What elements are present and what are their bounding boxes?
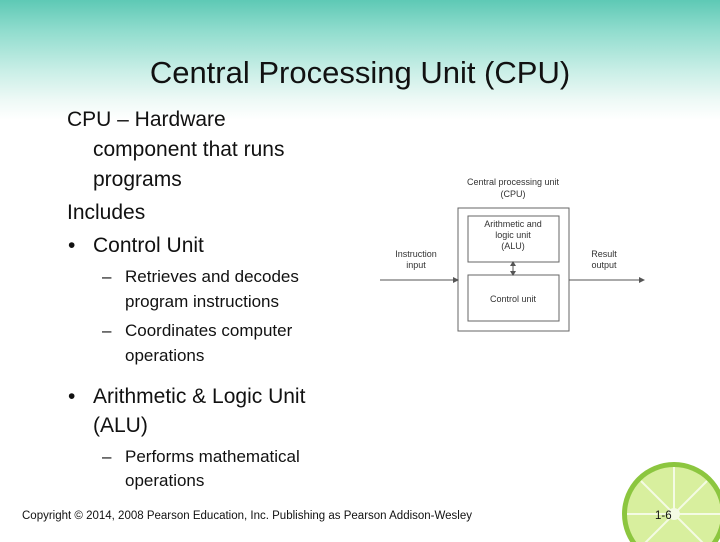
sub-item-coordinates-line-2: operations <box>125 346 205 365</box>
cpu-label-line-2: (CPU) <box>501 189 526 199</box>
alu-label-line-1: Arithmetic and <box>484 219 542 229</box>
cpu-label-line-1: Central processing unit <box>467 177 560 187</box>
sub-item-performs-line-1: Performs mathematical <box>125 447 300 466</box>
sub-item-retrieves-line-1: Retrieves and decodes <box>125 267 299 286</box>
bullet-alu-line-2: (ALU) <box>93 414 148 437</box>
sub-item-coordinates-line-1: Coordinates computer <box>125 321 293 340</box>
cpu-diagram: Central processing unit (CPU) Arithmetic… <box>380 177 645 332</box>
definition-line-2: component that runs <box>93 138 285 161</box>
copyright-text: Copyright © 2014, 2008 Pearson Education… <box>22 510 473 522</box>
sub-dash-2: – <box>102 321 112 340</box>
includes-label: Includes <box>67 201 146 224</box>
sub-item-retrieves-line-2: program instructions <box>125 292 280 311</box>
result-output-line-1: Result <box>591 249 617 259</box>
definition-line-3: programs <box>93 168 182 191</box>
sub-dash-3: – <box>102 447 112 466</box>
control-unit-label: Control unit <box>490 294 537 304</box>
page-number: 1-6 <box>655 510 672 522</box>
bullet-alu-line-1: Arithmetic & Logic Unit <box>93 385 306 408</box>
result-output-line-2: output <box>591 260 617 270</box>
instruction-input-line-1: Instruction <box>395 249 437 259</box>
slide-title: Central Processing Unit (CPU) <box>149 55 571 90</box>
bullet-dot-2: • <box>68 385 76 408</box>
bullet-control-unit: Control Unit <box>93 234 204 257</box>
definition-line-1: CPU – Hardware <box>67 108 226 131</box>
alu-label-line-2: logic unit <box>495 230 531 240</box>
instruction-input-line-2: input <box>406 260 426 270</box>
sub-item-performs-line-2: operations <box>125 471 205 490</box>
lime-slice-logo <box>622 462 720 542</box>
alu-box <box>467 215 560 263</box>
alu-label-line-3: (ALU) <box>501 241 525 251</box>
bullet-dot-1: • <box>68 234 76 257</box>
bidirectional-arrow-heads <box>510 261 516 276</box>
control-unit-box <box>467 274 560 322</box>
sub-dash-1: – <box>102 267 112 286</box>
